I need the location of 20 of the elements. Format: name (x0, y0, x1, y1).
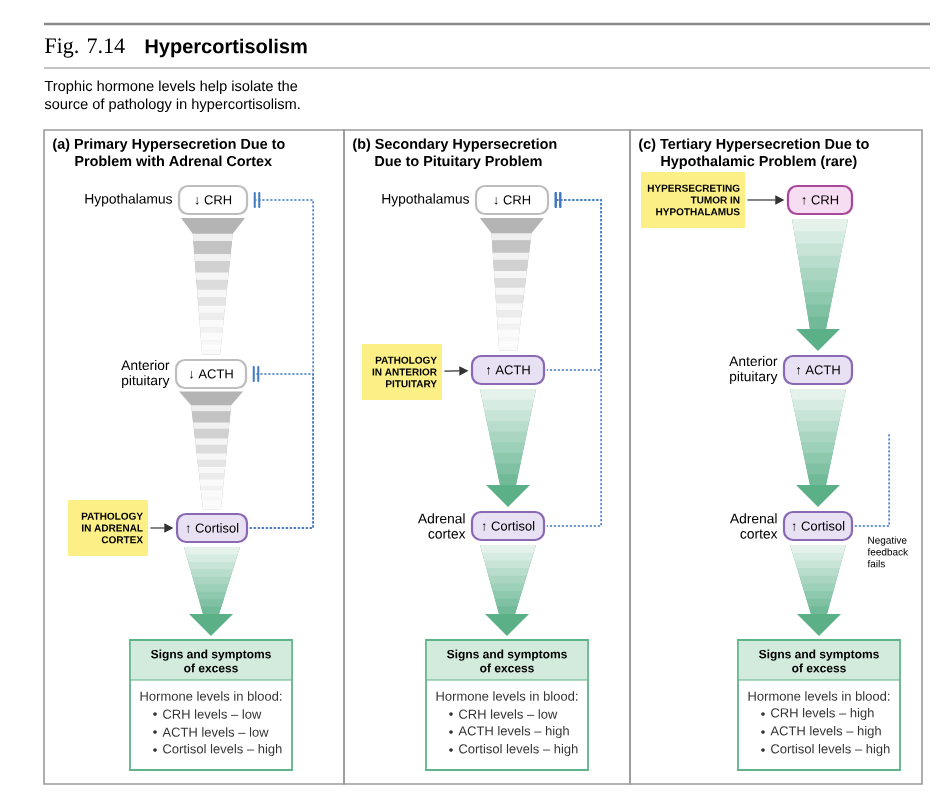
figure-title: Hypercortisolism (145, 38, 307, 58)
info-box (129, 639, 293, 771)
info-box (425, 639, 589, 771)
faded-arrow (179, 391, 244, 510)
panel (629, 129, 923, 785)
faded-arrow (479, 217, 544, 351)
arrow (790, 545, 846, 636)
figure-number: Fig. 7.14 (45, 38, 125, 58)
info-box (737, 639, 901, 771)
arrow (480, 389, 536, 507)
panel (43, 129, 345, 785)
arrow (790, 389, 846, 507)
arrow (480, 545, 536, 636)
feedback-line (545, 192, 602, 371)
arrow (792, 219, 848, 351)
arrow (184, 547, 240, 636)
faded-arrow (180, 217, 245, 355)
feedback-line (248, 366, 314, 529)
panel (343, 129, 631, 785)
feedback-line (853, 433, 890, 527)
